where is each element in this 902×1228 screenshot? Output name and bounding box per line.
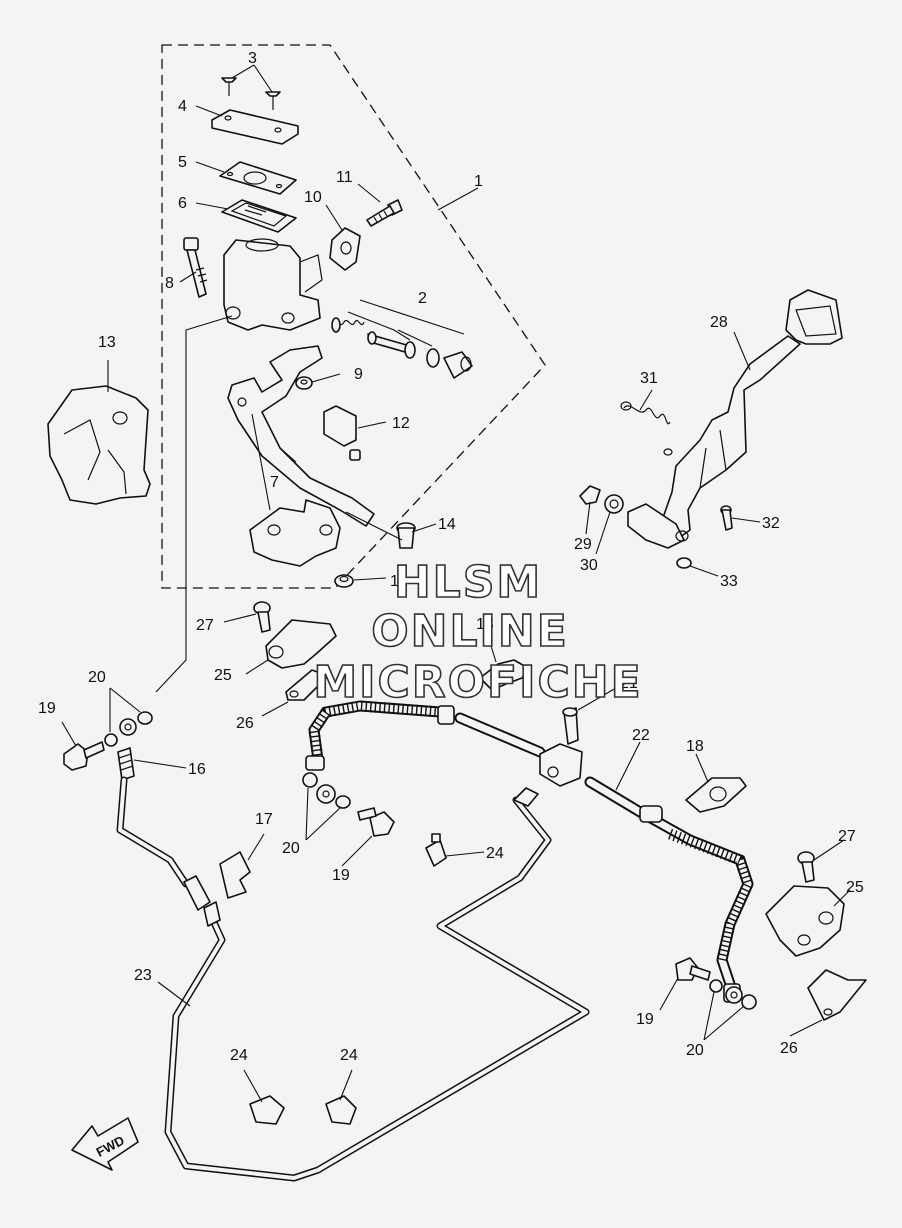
callout-20a: 20 [88,669,106,686]
callout-7: 7 [270,474,279,491]
watermark: HLSM ONLINE MICROFICHE [313,556,642,709]
callout-24b: 24 [230,1047,248,1064]
reservoir-screws[interactable] [221,77,281,110]
diaphragm[interactable] [221,199,297,233]
callout-13: 13 [98,334,116,351]
callout-12: 12 [392,415,410,432]
gaskets-20b[interactable] [302,772,351,809]
clamp-24a[interactable] [425,833,447,867]
bracket-26b[interactable] [807,969,867,1021]
bolt-27b[interactable] [797,851,815,883]
callout-31: 31 [640,370,658,387]
piston-kit[interactable] [331,317,473,379]
callout-14: 14 [438,516,456,533]
clamp-17[interactable] [219,851,251,899]
part-number-callouts: 1 2 3 4 5 6 7 8 9 10 11 12 13 14 15 16 1… [38,50,864,1064]
spring-31[interactable] [620,401,673,456]
forward-direction-arrow: FWD [71,1117,139,1171]
brake-pipe-23[interactable] [116,776,590,1182]
bolt-19c[interactable] [675,957,711,981]
assembly-boundary [161,44,546,589]
callout-23: 23 [134,967,152,984]
nut-9[interactable] [295,376,313,390]
holder-clamp[interactable] [249,499,341,567]
leader-lines [61,64,851,1103]
callout-15: 15 [390,573,408,590]
gaskets-20a[interactable] [104,711,153,747]
bolt-11[interactable] [366,199,403,227]
nut-15[interactable] [334,574,354,588]
callout-32: 32 [762,515,780,532]
cap-plate[interactable] [219,161,297,195]
callout-5: 5 [178,154,187,171]
callout-19b: 19 [332,867,350,884]
callout-17: 17 [255,811,273,828]
callout-18a: 18 [476,616,494,633]
callout-8: 8 [165,275,174,292]
brake-hose-upper[interactable] [305,700,546,771]
callout-24c: 24 [340,1047,358,1064]
callout-16: 16 [188,761,206,778]
washer-30[interactable] [604,494,624,514]
watermark-line-1: HLSM [394,557,542,608]
bolt-19b[interactable] [357,807,395,837]
callout-21: 21 [620,675,638,692]
callout-19c: 19 [636,1011,654,1028]
bracket-26a[interactable] [285,669,329,701]
cover-13[interactable] [47,385,151,505]
holder-25a[interactable] [265,619,337,669]
callout-20c: 20 [686,1042,704,1059]
callout-19a: 19 [38,700,56,717]
pivot-bolt-8[interactable] [183,237,208,298]
callout-25a: 25 [214,667,232,684]
callout-25b: 25 [846,879,864,896]
reservoir-cap[interactable] [211,109,299,145]
joint-21[interactable] [539,707,583,787]
bracket-10[interactable] [329,227,361,271]
brake-lever[interactable] [227,345,375,527]
callout-26a: 26 [236,715,254,732]
switch-12[interactable] [323,405,361,461]
callout-3: 3 [248,50,257,67]
bolt-14[interactable] [396,522,416,549]
callout-30: 30 [580,557,598,574]
master-cylinder-body[interactable] [223,238,323,331]
callout-28: 28 [710,314,728,331]
clip-29[interactable] [579,485,601,505]
bolt-32[interactable] [720,505,733,531]
brake-pedal-28[interactable] [627,289,843,549]
callout-27b: 27 [838,828,856,845]
callout-29: 29 [574,536,592,553]
callout-26b: 26 [780,1040,798,1057]
callout-4: 4 [178,98,187,115]
callout-2: 2 [418,290,427,307]
bolt-19a[interactable] [63,741,105,771]
gaskets-20c[interactable] [709,979,757,1010]
callout-20b: 20 [282,840,300,857]
holder-25b[interactable] [765,885,845,957]
callout-18b: 18 [686,738,704,755]
watermark-line-2: ONLINE [371,606,569,657]
clamp-24b[interactable] [249,1095,285,1125]
callout-10: 10 [304,189,322,206]
watermark-line-3: MICROFICHE [313,657,642,708]
callout-24a: 24 [486,845,504,862]
brake-hose-22[interactable] [584,776,754,1003]
callout-11: 11 [336,169,353,186]
callout-6: 6 [178,195,187,212]
callout-33: 33 [720,573,738,590]
bolt-27a[interactable] [253,601,271,633]
clamp-24c[interactable] [325,1095,357,1125]
nut-33[interactable] [676,557,692,569]
callout-1: 1 [474,173,483,190]
callout-27a: 27 [196,617,214,634]
clamp-18b[interactable] [685,777,747,813]
callout-9: 9 [354,366,363,383]
callout-22: 22 [632,727,650,744]
clamp-18a[interactable] [479,659,529,691]
union-bolt-16[interactable] [117,747,135,781]
